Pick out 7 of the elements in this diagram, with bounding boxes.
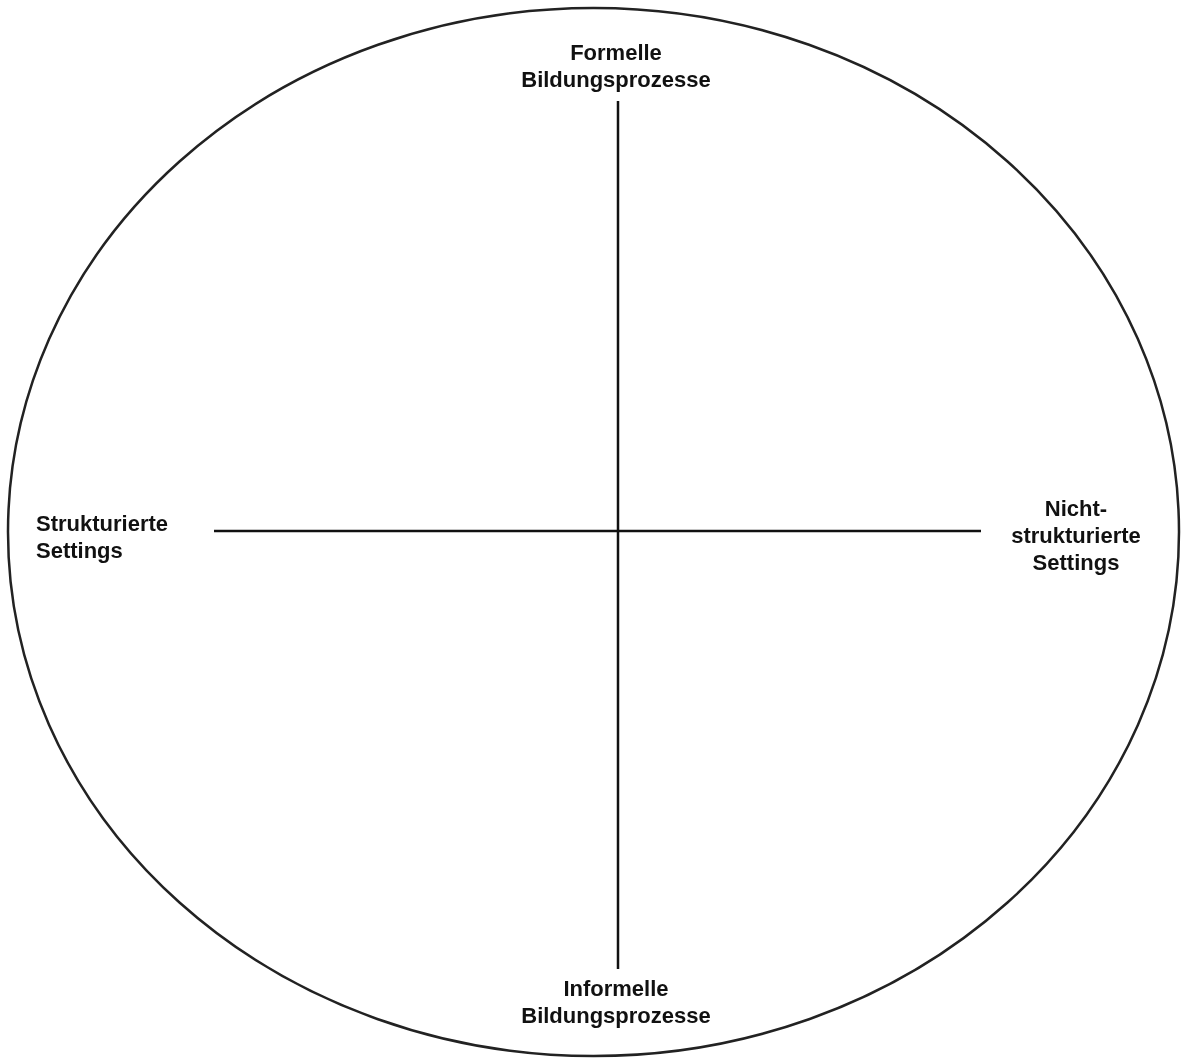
ellipse-outline xyxy=(6,6,1181,1058)
axis-line xyxy=(214,529,981,533)
axis-line xyxy=(616,101,620,969)
axis-label: Informelle Bildungsprozesse xyxy=(486,975,746,1029)
axis-label: Formelle Bildungsprozesse xyxy=(486,39,746,93)
axis-label: Strukturierte Settings xyxy=(36,510,212,564)
axis-label: Nicht-strukturierte Settings xyxy=(981,495,1171,576)
